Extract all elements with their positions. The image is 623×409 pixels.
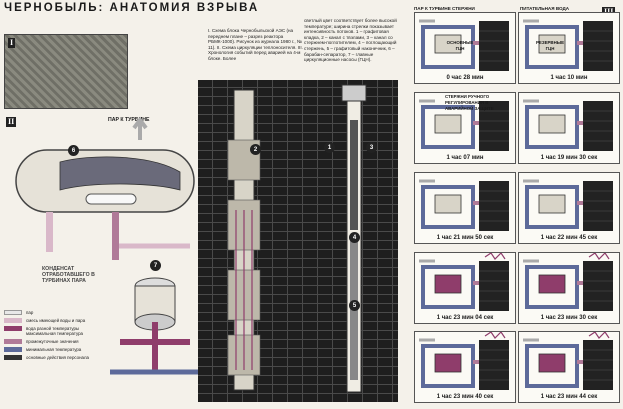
page-title: ЧЕРНОБЫЛЬ: АНАТОМИЯ ВЗРЫВА bbox=[4, 2, 260, 14]
timeline-time: 1 час 23 мин 04 сек bbox=[436, 315, 494, 321]
legend-item: вода разной температуры максимальная тем… bbox=[4, 326, 124, 336]
steam-to-turbine-label: ПАР К ТУРБИНЕ bbox=[108, 117, 150, 123]
reserve-pumps-label: РЕЗЕРВНЫЕ ГЦН bbox=[535, 40, 565, 51]
timeline-tile: 0 час 28 мин bbox=[414, 12, 516, 84]
legend-item: смесь имеющей воды и пара bbox=[4, 318, 124, 323]
timeline-tile: 1 час 23 мин 44 сек bbox=[518, 331, 620, 403]
marker-6: 6 bbox=[68, 145, 79, 156]
legend-swatch bbox=[4, 318, 22, 323]
legend: пар смесь имеющей воды и пара вода разно… bbox=[4, 310, 124, 363]
manual-rods-label: СТЕРЖНИ РУЧНОГО РЕГУЛИРОВАНИЯ В АВАРИЙНО… bbox=[445, 94, 494, 111]
timeline-time: 1 час 21 мин 50 сек bbox=[436, 235, 494, 241]
timeline-tile-diagram bbox=[523, 332, 613, 390]
timeline-tile: 1 час 10 мин bbox=[518, 12, 620, 84]
timeline-time: 1 час 10 мин bbox=[550, 75, 588, 81]
timeline-tile-diagram bbox=[419, 253, 509, 311]
timeline-time: 1 час 19 мин 30 сек bbox=[540, 155, 598, 161]
legend-swatch bbox=[4, 347, 22, 352]
circulation-diagram bbox=[15, 116, 200, 375]
marker-3: 3 bbox=[366, 142, 377, 153]
reactor-photo: I bbox=[4, 34, 128, 109]
legend-swatch bbox=[4, 310, 22, 315]
legend-item: минимальная температура bbox=[4, 347, 124, 352]
timeline-time: 0 час 28 мин bbox=[446, 75, 484, 81]
timeline-tile: 1 час 21 мин 50 сек bbox=[414, 172, 516, 244]
main-pumps-label: ОСНОВНЫЕ ГЦН bbox=[446, 40, 474, 51]
legend-swatch bbox=[4, 339, 22, 344]
timeline-tile-diagram bbox=[523, 99, 613, 151]
description-column-2: светлый цвет соответствует более высокой… bbox=[304, 18, 397, 63]
timeline-time: 1 час 07 мин bbox=[446, 155, 484, 161]
timeline-tile: 1 час 22 мин 45 сек bbox=[518, 172, 620, 244]
timeline-tile: 1 час 23 мин 30 сек bbox=[518, 252, 620, 324]
timeline-tile-diagram bbox=[523, 19, 613, 71]
legend-item: промежуточные значения bbox=[4, 339, 124, 344]
legend-item: пар bbox=[4, 310, 124, 315]
timeline-tile-diagram bbox=[523, 253, 613, 311]
marker-2: 2 bbox=[250, 144, 261, 155]
legend-item: основные действия персонала bbox=[4, 355, 124, 360]
timeline-time: 1 час 22 мин 45 сек bbox=[540, 235, 598, 241]
fuel-channel-assembly bbox=[227, 89, 261, 391]
marker-1: 1 bbox=[324, 142, 335, 153]
timeline-tile: 1 час 19 мин 30 сек bbox=[518, 92, 620, 164]
timeline-time: 1 час 23 мин 40 сек bbox=[436, 394, 494, 400]
description-column-1: I. Схема блока Чернобыльской АЭС (на пер… bbox=[208, 28, 303, 61]
timeline-time: 1 час 23 мин 30 сек bbox=[540, 315, 598, 321]
timeline-time: 1 час 23 мин 44 сек bbox=[540, 394, 598, 400]
legend-swatch bbox=[4, 355, 22, 360]
timeline-tile-diagram bbox=[419, 179, 509, 231]
panel-number-ii: II bbox=[6, 117, 17, 127]
timeline-tile-diagram bbox=[419, 99, 509, 151]
timeline-tile: 1 час 23 мин 04 сек bbox=[414, 252, 516, 324]
timeline-tile: 1 час 23 мин 40 сек bbox=[414, 331, 516, 403]
legend-swatch bbox=[4, 326, 22, 331]
timeline-tile-diagram bbox=[419, 19, 509, 71]
timeline-tile-diagram bbox=[419, 332, 509, 390]
marker-4: 4 bbox=[349, 232, 360, 243]
timeline-tile: 1 час 07 мин bbox=[414, 92, 516, 164]
marker-7: 7 bbox=[150, 260, 161, 271]
timeline-tile-diagram bbox=[523, 179, 613, 231]
condensate-label: КОНДЕНСАТ ОТРАБОТАВШЕГО В ТУРБИНАХ ПАРА bbox=[42, 266, 95, 284]
timeline-steam-label: ПАР К ТУРБИНЕ bbox=[414, 6, 451, 11]
marker-5: 5 bbox=[349, 300, 360, 311]
panel-number-i: I bbox=[8, 38, 16, 48]
